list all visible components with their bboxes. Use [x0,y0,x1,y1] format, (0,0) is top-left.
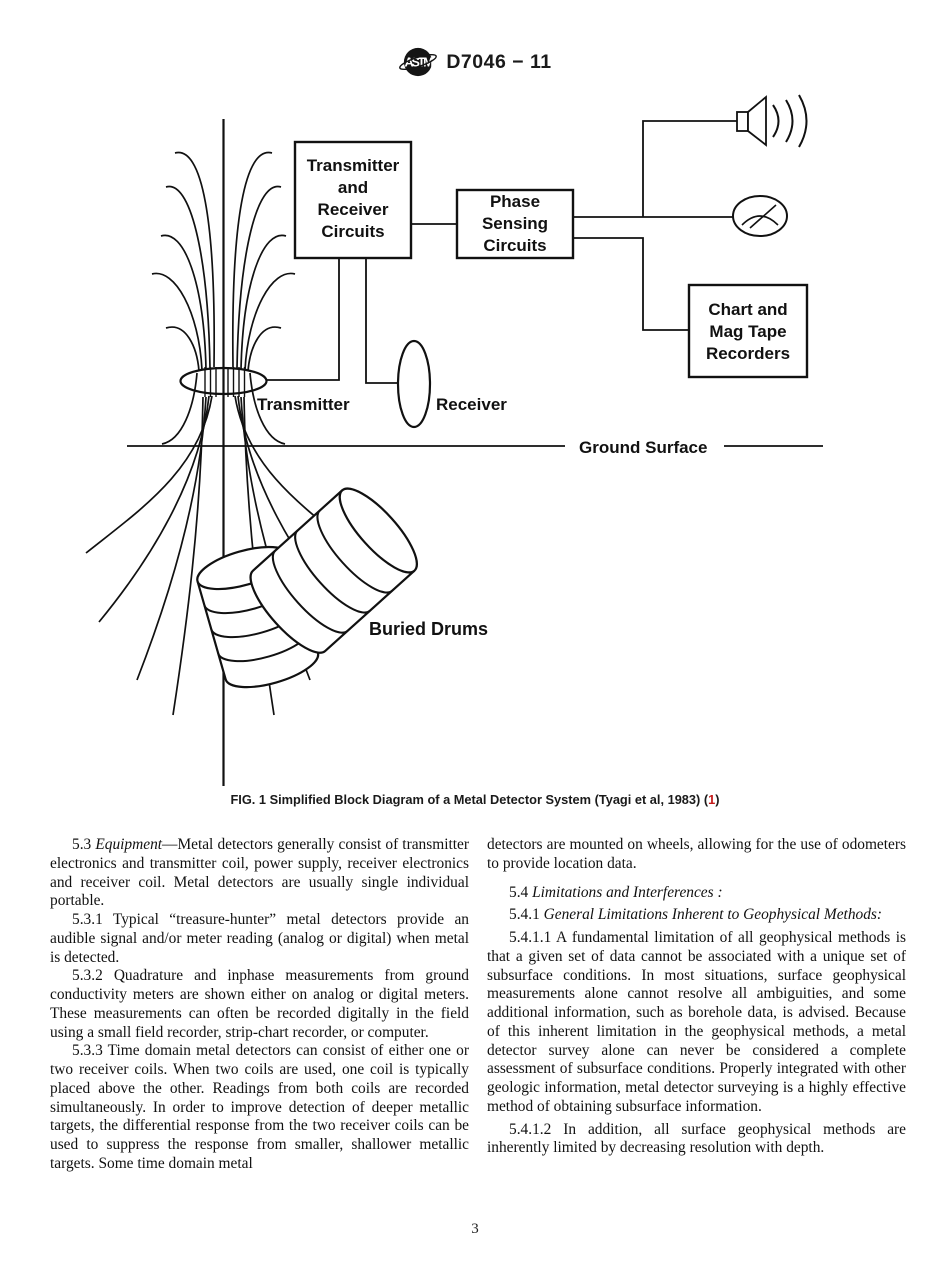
label-buried-drums: Buried Drums [369,619,488,639]
block-transmitter-receiver-circuits: Transmitter and Receiver Circuits [293,140,413,260]
paragraph: 5.3 Equipment—Metal detectors generally … [50,836,469,910]
document-header: ASTM D7046 − 11 [0,42,950,82]
svg-text:Recorders: Recorders [706,344,790,363]
receiver-coil [396,339,432,429]
transmitter-coil [179,366,268,396]
block-phase-sensing-circuits: Phase Sensing Circuits [455,188,575,260]
field-lines [85,119,362,786]
svg-text:Receiver: Receiver [318,200,389,219]
left-column: 5.3 Equipment—Metal detectors generally … [50,836,469,1174]
speaker-icon [736,94,808,148]
astm-logo-icon: ASTM [399,47,438,77]
figure-caption: FIG. 1 Simplified Block Diagram of a Met… [0,792,950,807]
buried-drum-right [249,487,418,654]
svg-text:Mag Tape: Mag Tape [709,322,786,341]
label-ground-surface: Ground Surface [579,438,707,457]
svg-text:Chart and: Chart and [708,300,787,319]
caption-text: FIG. 1 Simplified Block Diagram of a Met… [230,792,709,807]
paragraph: 5.4 Limitations and Interferences : [509,883,723,901]
block-chart-mag-tape-recorders: Chart and Mag Tape Recorders [687,283,809,379]
label-transmitter: Transmitter [257,395,350,414]
svg-text:Circuits: Circuits [483,236,546,255]
paragraph: 5.3.3 Time domain metal detectors can co… [50,1042,469,1172]
paragraph: 5.4.1 General Limitations Inherent to Ge… [509,906,883,924]
page-number: 3 [471,1221,479,1237]
paragraph: 5.4.1.2 In addition, all surface geophys… [487,1120,906,1157]
paragraph: 5.3.2 Quadrature and inphase measurement… [50,967,469,1041]
svg-text:Phase: Phase [490,192,540,211]
connector-lines [266,120,737,384]
reference-link[interactable]: 1 [708,792,716,807]
astm-logo-text: ASTM [405,55,434,70]
label-receiver: Receiver [436,395,507,414]
figure-diagram: Transmitter and Receiver Circuits Phase … [85,94,823,786]
right-column: detectors are mounted on wheels, allowin… [487,836,906,1158]
svg-text:Circuits: Circuits [321,222,384,241]
paragraph: 5.3.1 Typical “treasure-hunter” metal de… [50,911,469,966]
svg-text:Transmitter: Transmitter [307,156,400,175]
svg-text:and: and [338,178,368,197]
svg-text:Sensing: Sensing [482,214,548,233]
caption-suffix: ) [715,792,720,807]
document-code: D7046 − 11 [446,50,552,73]
paragraph: detectors are mounted on wheels, allowin… [487,836,906,872]
paragraph: 5.4.1.1 A fundamental limitation of all … [487,929,906,1115]
meter-icon [732,195,788,237]
